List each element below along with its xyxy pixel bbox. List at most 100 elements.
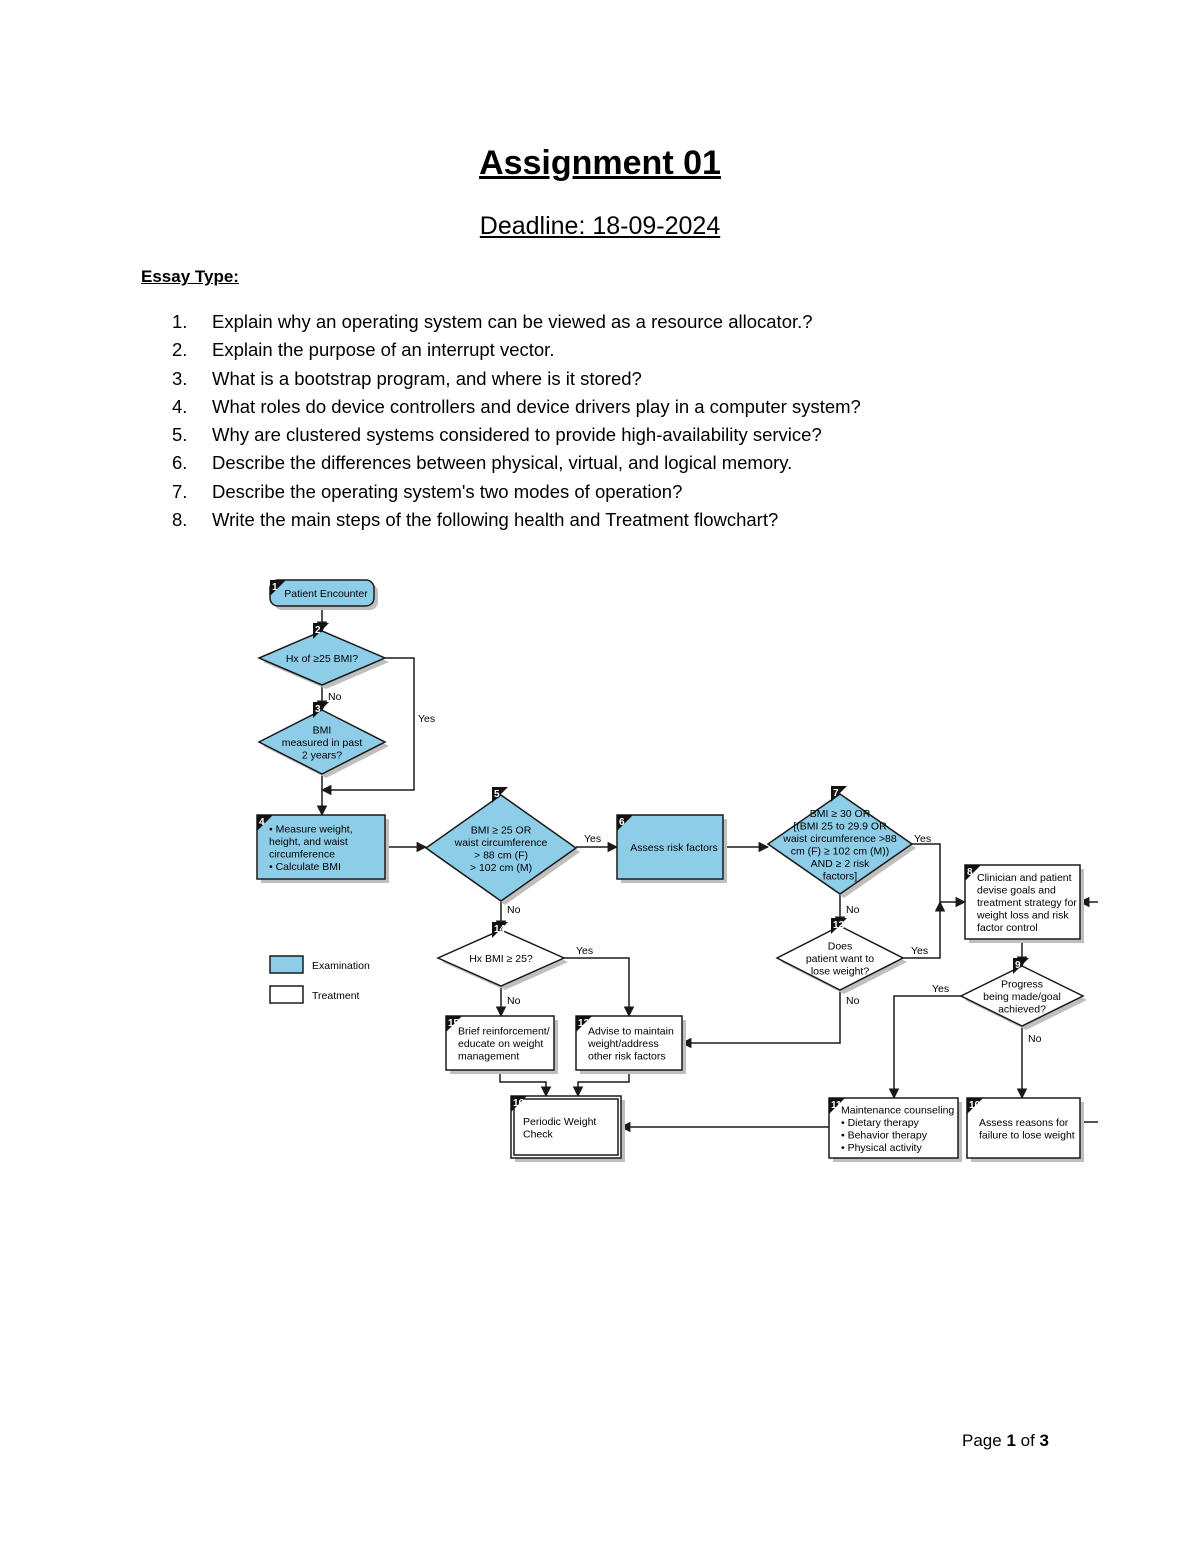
node-label: Periodic Weight <box>523 1116 596 1128</box>
node-label: weight loss and risk <box>976 910 1069 922</box>
question-list: 1.Explain why an operating system can be… <box>172 308 861 534</box>
edge-label-no: No <box>328 691 342 703</box>
decision-diamond <box>257 630 387 686</box>
flowchart-node-n14: 14 Hx BMI ≥ 25? <box>436 922 568 990</box>
question-text: Why are clustered systems considered to … <box>212 424 822 446</box>
node-label: Hx BMI ≥ 25? <box>469 953 533 965</box>
question-text: What is a bootstrap program, and where i… <box>212 367 642 389</box>
footer-prefix: Page <box>962 1431 1007 1450</box>
question-text: Write the main steps of the following he… <box>212 509 779 531</box>
step-badge-icon <box>313 623 329 639</box>
process-box <box>616 814 724 880</box>
node-label: 2 years? <box>302 750 342 762</box>
edge-label-yes: Yes <box>576 945 593 957</box>
step-badge-icon <box>617 815 633 831</box>
step-badge-icon <box>829 1098 845 1114</box>
decision-diamond <box>775 925 905 991</box>
question-number: 6. <box>172 452 188 474</box>
question-number: 7. <box>172 480 188 502</box>
node-label: waist circumference >88 <box>782 833 897 845</box>
step-number: 6 <box>619 817 625 828</box>
step-number: 15 <box>448 1018 460 1029</box>
edge-label-yes: Yes <box>932 983 949 995</box>
connector-arrow <box>320 657 415 796</box>
decision-diamond <box>959 965 1085 1027</box>
process-box <box>964 864 1081 940</box>
node-label: BMI ≥ 30 OR <box>810 808 871 820</box>
edge-label-yes: Yes <box>584 833 601 845</box>
node-label: • Physical activity <box>841 1142 922 1154</box>
node-label: Brief reinforcement/ <box>458 1026 550 1038</box>
node-label: • Measure weight, <box>269 823 353 835</box>
decision-diamond <box>257 709 387 775</box>
deadline-text: Deadline: 18-09-2024 <box>479 212 721 240</box>
question-text: Describe the differences between physica… <box>212 452 793 474</box>
step-number: 11 <box>831 1100 842 1111</box>
node-label: Maintenance counseling <box>841 1104 954 1116</box>
node-label: failure to lose weight <box>979 1129 1075 1141</box>
legend-label-examination: Examination <box>312 960 370 972</box>
node-label: factor control <box>977 922 1038 934</box>
step-number: 1 <box>272 582 278 593</box>
node-label: lose weight? <box>811 966 870 978</box>
connector-arrow <box>499 1070 552 1098</box>
node-label: Assess reasons for <box>979 1117 1069 1129</box>
node-label: treatment strategy for <box>977 897 1077 909</box>
node-label: patient want to <box>806 953 874 965</box>
node-label: BMI ≥ 25 OR <box>471 824 532 836</box>
page-title: Assignment 01 <box>479 144 721 182</box>
node-label: waist circumference <box>454 837 548 849</box>
connector-arrow <box>903 900 946 959</box>
node-label: educate on weight <box>458 1038 543 1050</box>
node-label: Hx of ≥25 BMI? <box>286 653 358 665</box>
current-page-number: 1 <box>1006 1431 1016 1450</box>
node-label: factors] <box>823 870 858 882</box>
step-badge-icon <box>576 1016 592 1032</box>
node-label: management <box>458 1051 519 1063</box>
total-page-count: 3 <box>1039 1431 1049 1450</box>
node-label: measured in past <box>282 737 363 749</box>
step-number: 8 <box>967 867 973 878</box>
step-badge-icon <box>1013 958 1029 974</box>
flowchart-node-n2: 2Hx of ≥25 BMI? <box>257 623 389 689</box>
step-badge-icon <box>257 815 273 831</box>
step-number: 14 <box>494 924 506 935</box>
list-item: 6. Describe the differences between physi… <box>172 449 861 477</box>
list-item: 5.Why are clustered systems considered t… <box>172 421 861 449</box>
node-label: cm (F) ≥ 102 cm (M)) <box>791 845 890 857</box>
essay-type-heading: Essay Type: <box>141 267 239 286</box>
node-label: devise goals and <box>977 885 1056 897</box>
step-badge-icon <box>270 580 286 596</box>
step-number: 12 <box>833 920 845 931</box>
edge-label-yes: Yes <box>418 713 435 725</box>
decision-diamond <box>766 793 914 895</box>
node-label: > 102 cm (M) <box>470 862 532 874</box>
process-box <box>445 1015 555 1071</box>
step-badge-icon <box>446 1016 462 1032</box>
edge-label-yes: Yes <box>911 945 928 957</box>
list-item: 7.Describe the operating system's two mo… <box>172 478 861 506</box>
node-label: > 88 cm (F) <box>474 849 528 861</box>
node-label: weight/address <box>587 1038 659 1050</box>
node-label: Assess risk factors <box>630 842 718 854</box>
node-label: Clinician and patient <box>977 872 1072 884</box>
node-label: Does <box>828 941 853 953</box>
step-number: 13 <box>578 1018 590 1029</box>
list-item: 8.Write the main steps of the following … <box>172 506 861 534</box>
node-label: • Behavior therapy <box>841 1129 928 1141</box>
edge-label-no: No <box>507 995 521 1007</box>
step-badge-icon <box>831 918 847 934</box>
question-text: Explain why an operating system can be v… <box>212 311 813 332</box>
step-number: 4 <box>259 817 265 828</box>
question-number: 3. <box>172 367 188 389</box>
